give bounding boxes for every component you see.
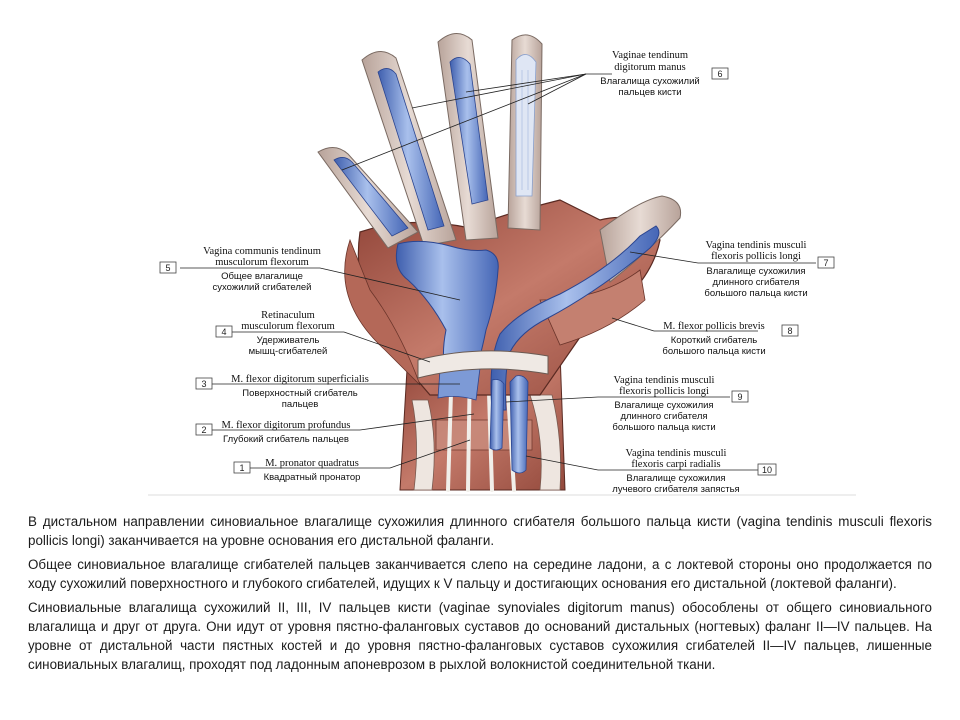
label-4-latin-2: musculorum flexorum [241, 321, 335, 332]
flexor-retinaculum [417, 350, 549, 379]
label-10-ru-2: лучевого сгибателя запястья [612, 484, 739, 495]
label-8-ru-2: большого пальца кисти [662, 346, 765, 357]
label-7-ru-3: большого пальца кисти [704, 288, 807, 299]
callout-number-8: 8 [787, 326, 792, 336]
finger-ring [361, 51, 457, 247]
leader-lines [180, 73, 816, 471]
label-6-ru-1: Влагалища сухожилий [600, 76, 699, 87]
label-9: Vagina tendinis musculi flexoris pollici… [612, 375, 715, 433]
hypothenar-muscles [344, 238, 421, 386]
ulna-bone [411, 399, 435, 491]
label-7-latin-1: Vagina tendinis musculi [706, 240, 807, 251]
label-6-latin-2: digitorum manus [614, 62, 685, 73]
label-4-ru-2: мышц-сгибателей [249, 346, 328, 357]
label-8: M. flexor pollicis brevis Короткий сгиба… [662, 321, 765, 357]
label-5: Vagina communis tendinum musculorum flex… [203, 246, 321, 293]
common-flexor-sheath [395, 240, 499, 383]
label-10-ru-1: Влагалище сухожилия [626, 473, 725, 484]
callout-number-4: 4 [221, 327, 226, 337]
flexor-pollicis-longus-sheath-wrist [489, 379, 505, 451]
label-6: Vaginae tendinum digitorum manus Влагали… [600, 50, 699, 98]
label-2: M. flexor digitorum profundus Глубокий с… [222, 420, 351, 445]
label-7-latin-2: flexoris pollicis longi [711, 251, 801, 262]
finger-middle [437, 33, 499, 241]
callout-number-3: 3 [201, 379, 206, 389]
label-3-ru-2: пальцев [282, 399, 319, 410]
label-8-latin-1: M. flexor pollicis brevis [663, 321, 764, 332]
label-4-ru-1: Удерживатель [257, 335, 320, 346]
paragraph-3: Синовиальные влагалища сухожилий II, III… [28, 600, 932, 672]
label-6-latin-1: Vaginae tendinum [612, 50, 688, 61]
label-7-ru-2: длинного сгибателя [712, 277, 799, 288]
label-6-ru-2: пальцев кисти [618, 87, 681, 98]
label-9-ru-3: большого пальца кисти [612, 422, 715, 433]
callout-number-9: 9 [737, 392, 742, 402]
label-10-latin-1: Vagina tendinis musculi [626, 448, 727, 459]
label-3: M. flexor digitorum superficialis Поверх… [231, 374, 369, 410]
paragraph-1: В дистальном направлении синовиальное вл… [28, 514, 932, 548]
callout-number-7: 7 [823, 258, 828, 268]
label-9-latin-1: Vagina tendinis musculi [614, 375, 715, 386]
flexor-pollicis-longus-sheath [490, 225, 660, 411]
label-7: Vagina tendinis musculi flexoris pollici… [704, 240, 807, 299]
hand-illustration: 6 5 4 3 2 1 7 8 9 10 Vaginae tendinum di… [148, 33, 856, 496]
callout-number-5: 5 [165, 263, 170, 273]
label-9-ru-2: длинного сгибателя [620, 411, 707, 422]
label-5-ru-1: Общее влагалище [221, 271, 303, 282]
label-7-ru-1: Влагалище сухожилия [706, 266, 805, 277]
label-8-ru-1: Короткий сгибатель [671, 335, 758, 346]
label-9-latin-2: flexoris pollicis longi [619, 386, 709, 397]
flexor-carpi-radialis-sheath [509, 375, 529, 474]
paragraph-2: Общее синовиальное влагалище сгибателей … [28, 557, 932, 591]
callout-number-2: 2 [201, 425, 206, 435]
finger-little [317, 147, 419, 249]
label-2-latin-1: M. flexor digitorum profundus [222, 420, 351, 431]
number-boxes [159, 67, 835, 476]
label-9-ru-1: Влагалище сухожилия [614, 400, 713, 411]
anatomy-figure: 6 5 4 3 2 1 7 8 9 10 Vaginae tendinum di… [148, 33, 856, 496]
label-4-latin-1: Retinaculum [261, 310, 315, 321]
description-text: В дистальном направлении синовиальное вл… [28, 512, 932, 679]
callout-number-1: 1 [239, 463, 244, 473]
callout-number-10: 10 [762, 465, 772, 475]
label-3-ru-1: Поверхностный сгибатель [242, 388, 357, 399]
callout-number-6: 6 [717, 69, 722, 79]
label-5-ru-2: сухожилий сгибателей [213, 282, 312, 293]
label-1: M. pronator quadratus Квадратный пронато… [264, 458, 361, 483]
label-5-latin-2: musculorum flexorum [215, 257, 309, 268]
label-5-latin-1: Vagina communis tendinum [203, 246, 321, 257]
radius-bone [529, 394, 562, 491]
label-3-latin-1: M. flexor digitorum superficialis [231, 374, 369, 385]
label-2-ru-1: Глубокий сгибатель пальцев [223, 434, 349, 445]
label-1-ru-1: Квадратный пронатор [264, 472, 361, 483]
label-4: Retinaculum musculorum flexorum Удержива… [241, 310, 335, 357]
label-10: Vagina tendinis musculi flexoris carpi r… [612, 448, 739, 495]
label-10-latin-2: flexoris carpi radialis [631, 459, 720, 470]
finger-index [507, 34, 543, 231]
label-1-latin-1: M. pronator quadratus [265, 458, 359, 469]
